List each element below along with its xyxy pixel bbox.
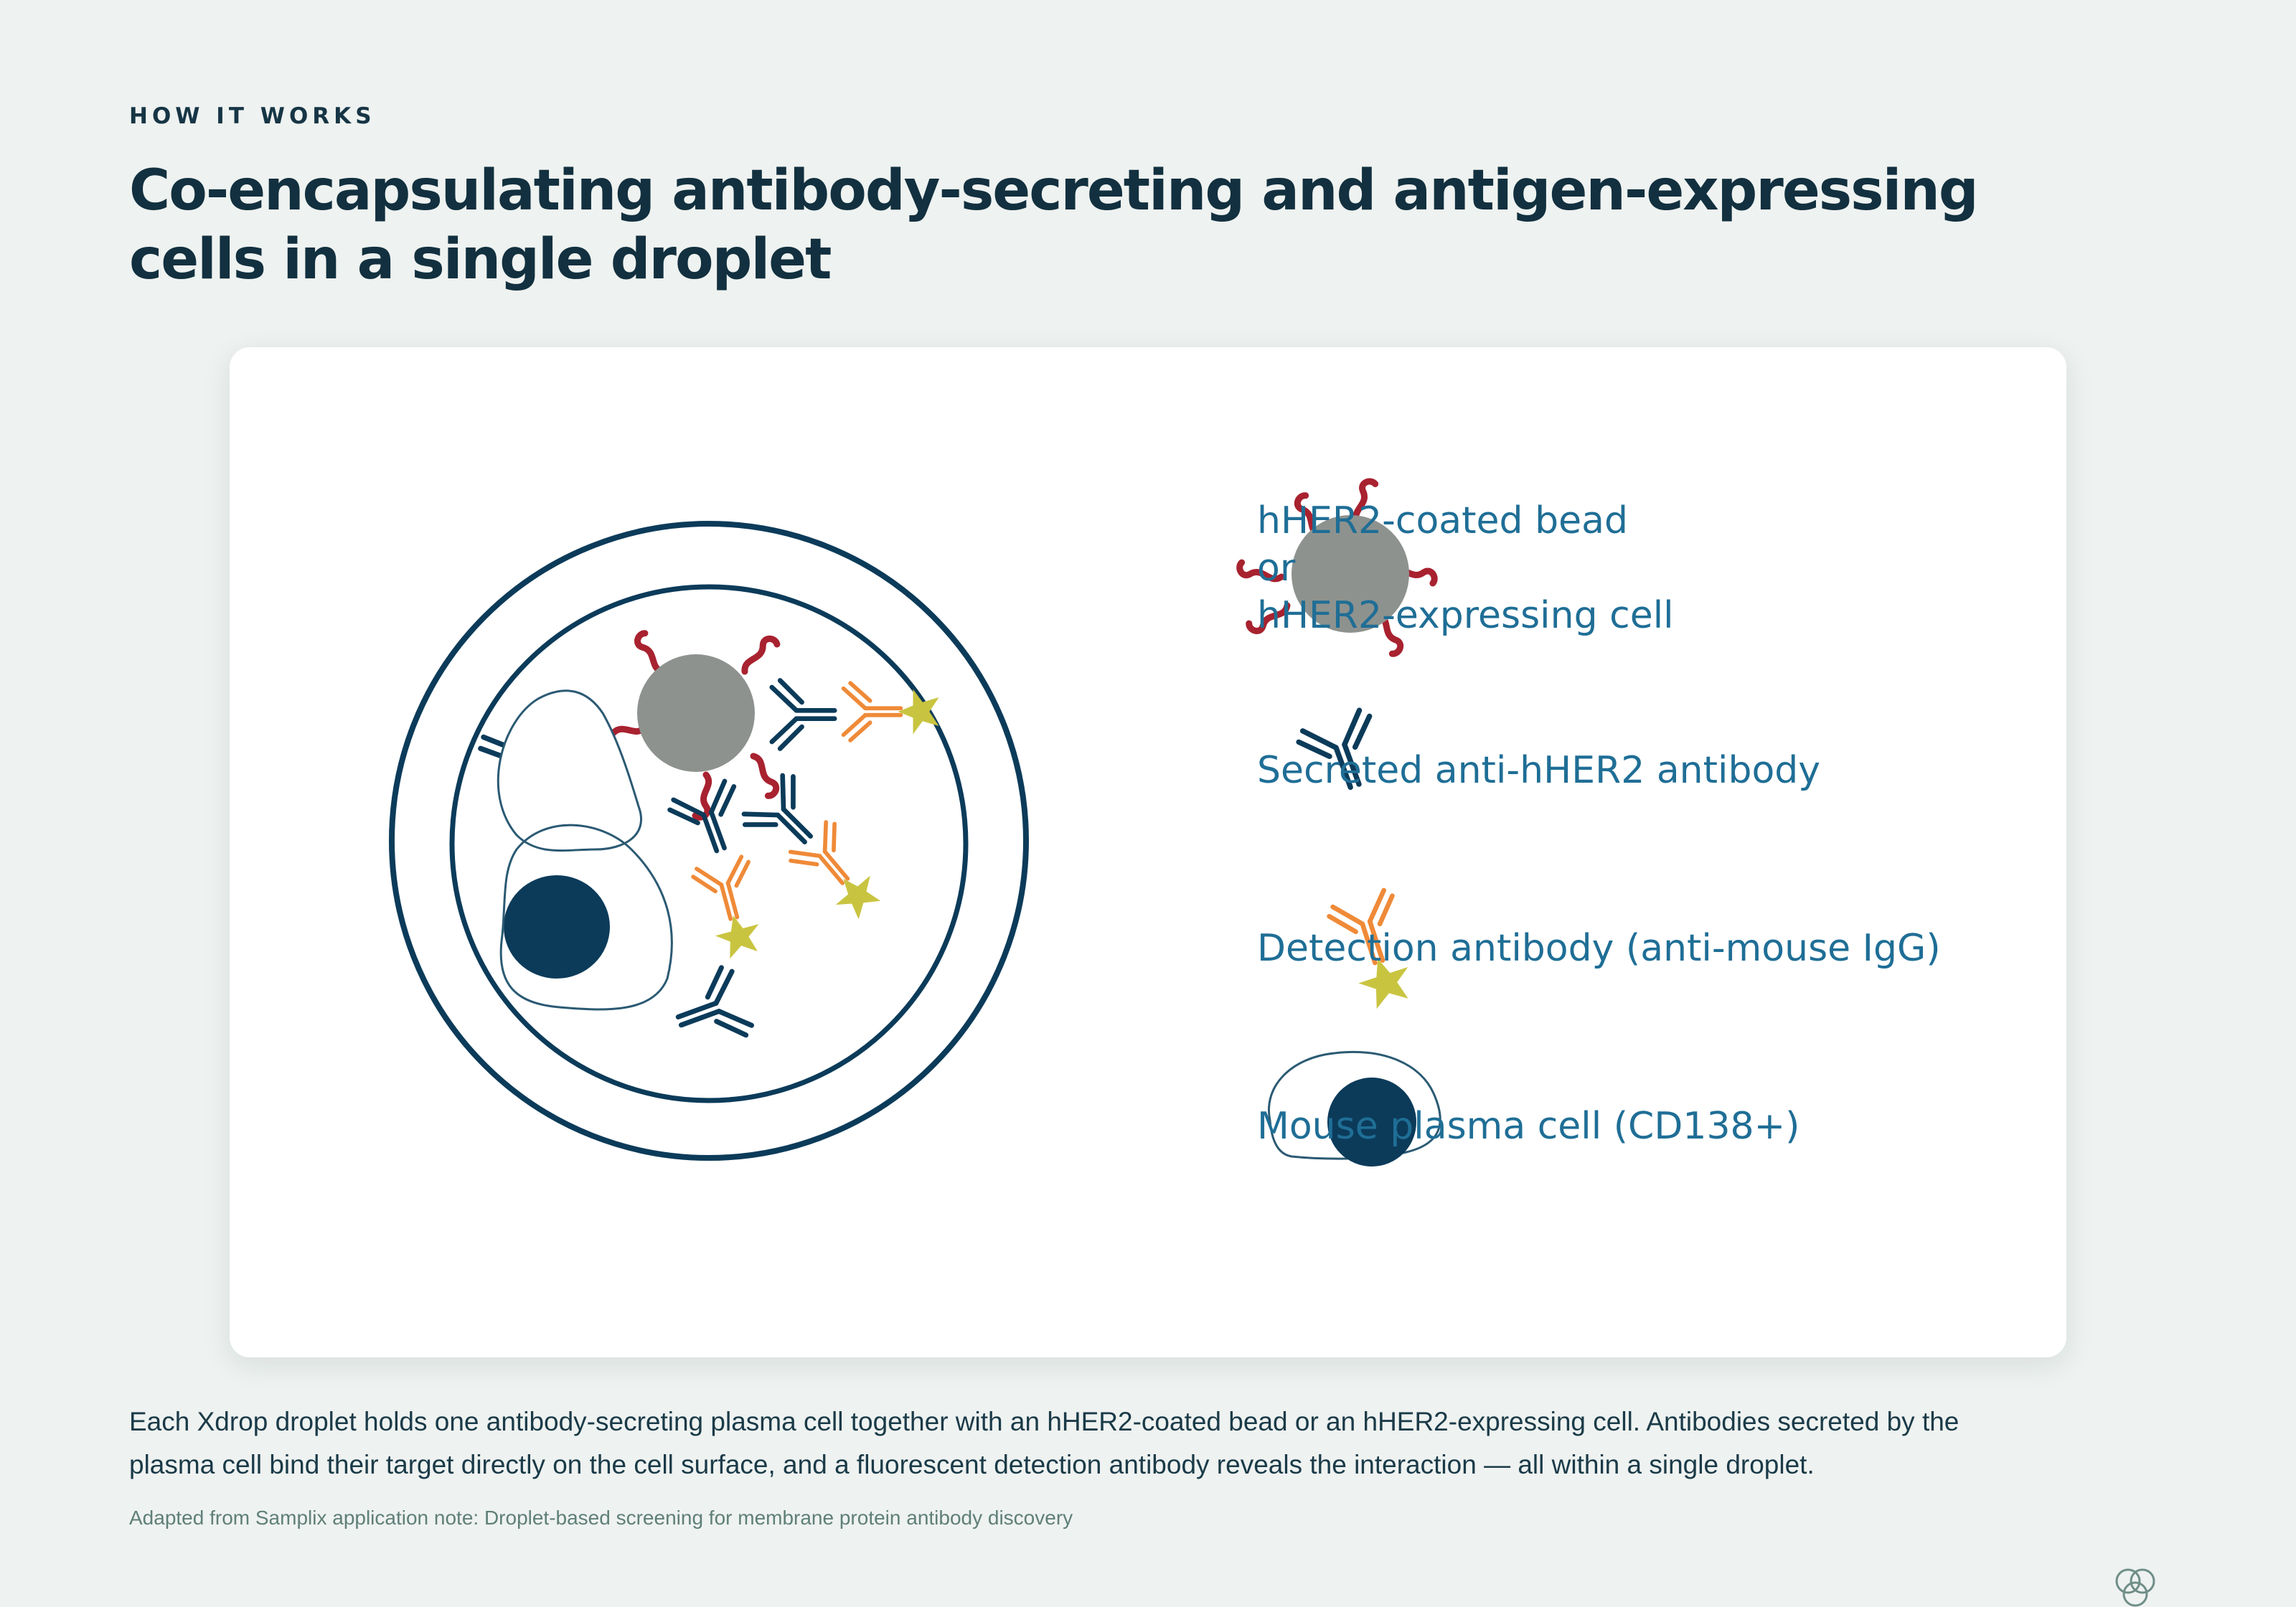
legend-label-expressing-cell: hHER2-expressing cell	[1257, 594, 1674, 637]
legend-label-plasma-cell: Mouse plasma cell (CD138+)	[1257, 1105, 1800, 1148]
droplet-plasma-cell-icon	[497, 689, 673, 1011]
droplet-diagram	[389, 347, 1441, 1167]
bead-icon	[1238, 480, 1435, 655]
page-title: Co-encapsulating antibody-secreting and …	[129, 159, 1979, 292]
legend-label-secreted-antibody: Secreted anti-hHER2 antibody	[1257, 749, 1821, 792]
bound-antibody-icon	[772, 681, 939, 749]
diagram-card: hHER2-coated bead or hHER2-expressing ce…	[230, 347, 2066, 1357]
legend-label-detection-antibody: Detection antibody (anti-mouse IgG)	[1257, 927, 1941, 970]
bound-antibody-icon	[739, 770, 891, 928]
free-antibody-icon	[667, 965, 754, 1055]
droplet-icon	[389, 521, 1029, 1161]
brand-logo-icon	[2115, 1568, 2155, 1607]
plasma-cell-icon	[1268, 1050, 1441, 1167]
bound-antibody-icon	[667, 779, 771, 963]
legend-label-or: or	[1257, 547, 1296, 590]
section-eyebrow: HOW IT WORKS	[129, 103, 376, 129]
droplet-bead-icon	[601, 632, 779, 818]
legend-label-bead: hHER2-coated bead	[1257, 499, 1628, 542]
figure-caption: Each Xdrop droplet holds one antibody-se…	[129, 1407, 1959, 1479]
source-note: Adapted from Samplix application note: D…	[129, 1507, 1073, 1529]
